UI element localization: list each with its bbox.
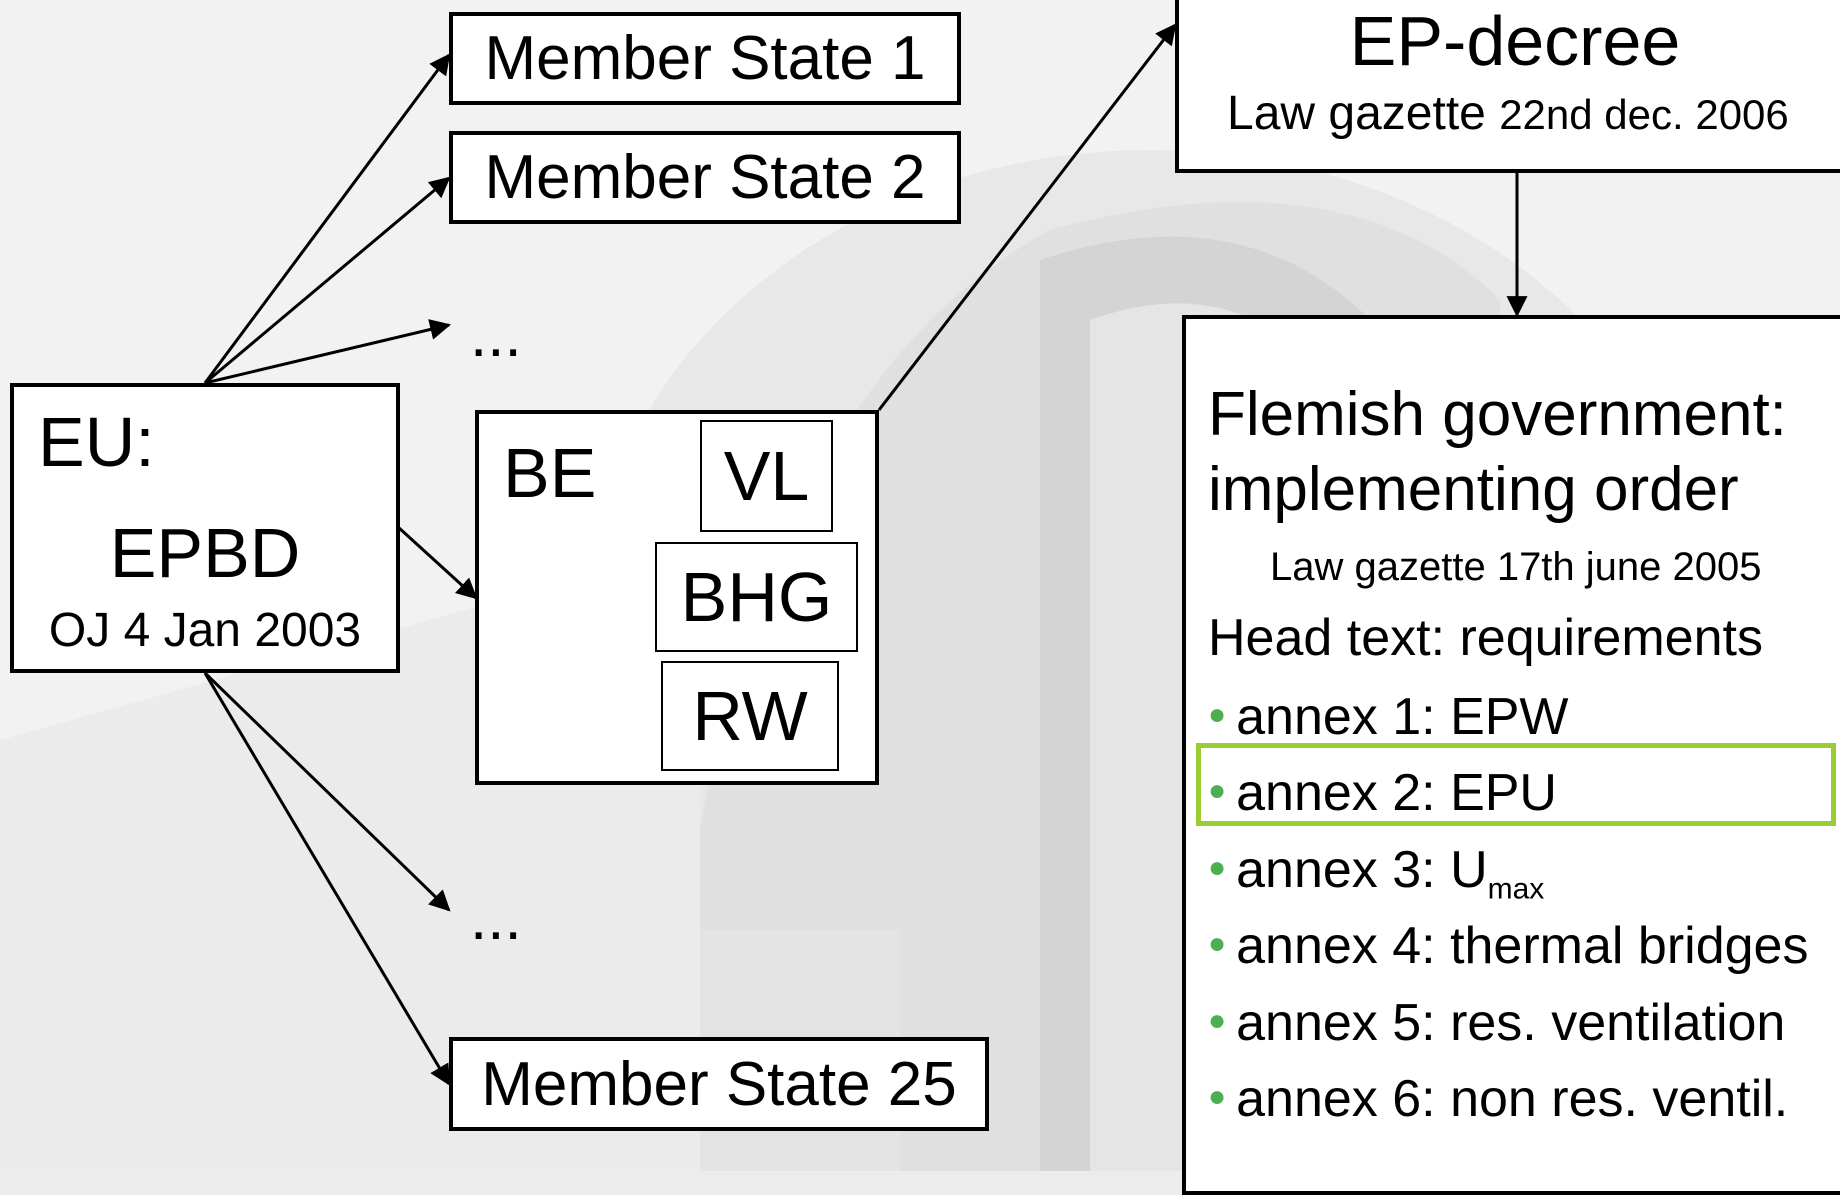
annex-4-label: annex 4: thermal bridges: [1236, 917, 1809, 975]
bullet-icon: ●: [1208, 927, 1227, 961]
ep-gazette-label: Law gazette: [1227, 87, 1486, 140]
bullet-icon: ●: [1208, 1080, 1227, 1114]
flemish-gazette: Law gazette 17th june 2005: [1270, 545, 1762, 589]
annex-item-6: ● annex 6: non res. ventil.: [1208, 1073, 1788, 1125]
bullet-icon: ●: [1208, 851, 1227, 885]
ep-gazette-date: 22nd dec. 2006: [1499, 91, 1789, 138]
eu-prefix-label: EU:: [38, 403, 155, 481]
ep-decree-title: EP-decree: [1349, 2, 1681, 80]
flemish-title-line1: Flemish government:: [1208, 380, 1787, 449]
bullet-icon: ●: [1208, 774, 1227, 808]
annex-item-1: ● annex 1: EPW: [1208, 691, 1569, 743]
arrow-eu-to-be: [396, 525, 478, 600]
ep-decree-gazette: Law gazette 22nd dec. 2006: [1227, 90, 1789, 138]
ellipsis-bottom: ...: [470, 884, 522, 953]
flemish-title-line2: implementing order: [1208, 455, 1739, 524]
annex-item-4: ● annex 4: thermal bridges: [1208, 920, 1808, 972]
annex-5-label: annex 5: res. ventilation: [1236, 994, 1786, 1052]
bullet-icon: ●: [1208, 1004, 1227, 1038]
annex-2-label: annex 2: EPU: [1236, 764, 1557, 822]
annex-2-highlight: [1196, 743, 1836, 826]
region-vl-label: VL: [723, 437, 810, 515]
annex-item-2: ● annex 2: EPU: [1208, 767, 1557, 819]
arrow-eu-to-dots-bottom: [203, 671, 451, 912]
head-text: Head text: requirements: [1208, 609, 1763, 667]
member-state-1-label: Member State 1: [484, 24, 926, 93]
member-state-1-box: Member State 1: [449, 12, 961, 105]
region-bhg-label: BHG: [680, 558, 833, 636]
ellipsis-top: ...: [470, 301, 522, 370]
arrow-eu-to-dots-top: [204, 319, 452, 385]
annex-item-3: ● annex 3: Umax: [1208, 844, 1544, 904]
region-bhg-box: BHG: [655, 542, 858, 652]
arrow-eu-to-ms1: [203, 53, 451, 384]
oj-date-label: OJ 4 Jan 2003: [48, 604, 362, 657]
region-rw-label: RW: [692, 677, 808, 755]
annex-3-label: annex 3: U: [1236, 841, 1488, 899]
annex-3-subscript: max: [1487, 872, 1545, 906]
member-state-2-label: Member State 2: [484, 143, 926, 212]
bullet-icon: ●: [1208, 698, 1227, 732]
member-state-25-box: Member State 25: [449, 1037, 989, 1131]
member-state-2-box: Member State 2: [449, 131, 961, 224]
arrow-eu-to-ms2: [204, 176, 451, 385]
arrow-be-to-ep-decree: [877, 23, 1177, 411]
eu-epbd-box: EU: EPBD OJ 4 Jan 2003: [10, 383, 400, 673]
belgium-label: BE: [503, 434, 597, 512]
ep-decree-box: EP-decree Law gazette 22nd dec. 2006: [1175, 0, 1840, 173]
region-rw-box: RW: [661, 661, 839, 771]
member-state-25-label: Member State 25: [481, 1049, 957, 1119]
annex-6-label: annex 6: non res. ventil.: [1236, 1070, 1789, 1128]
annex-item-5: ● annex 5: res. ventilation: [1208, 997, 1785, 1049]
epbd-label: EPBD: [109, 514, 301, 592]
region-vl-box: VL: [700, 420, 833, 532]
annex-1-label: annex 1: EPW: [1236, 688, 1569, 746]
arrow-eu-to-ms25: [203, 672, 451, 1086]
